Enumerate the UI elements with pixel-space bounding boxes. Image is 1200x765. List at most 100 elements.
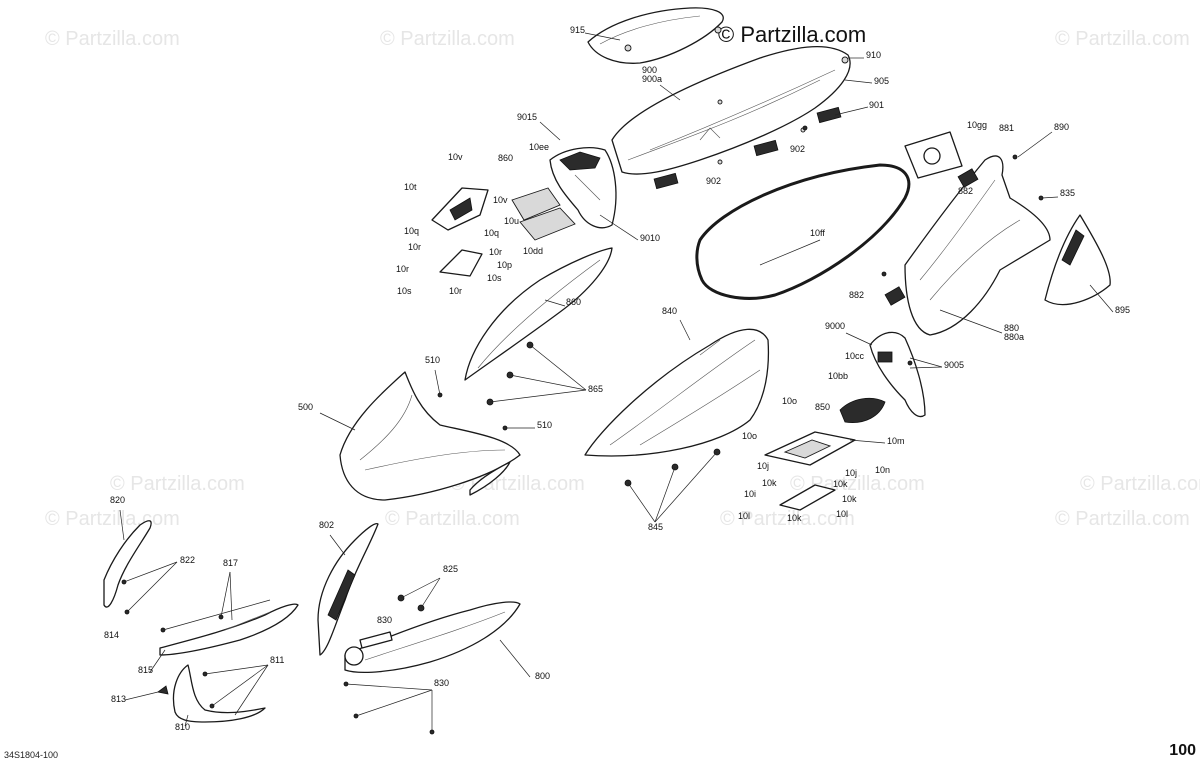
part-880-side-panel — [884, 155, 1051, 336]
callout-510: 510 — [537, 420, 552, 430]
callout-910: 910 — [866, 50, 881, 60]
watermark-faint: © Partzilla.com — [1055, 508, 1190, 530]
callout-880: 880 — [1004, 323, 1019, 333]
part-800-bumper — [344, 601, 521, 674]
callout-820: 820 — [110, 495, 125, 505]
callout-882: 882 — [849, 290, 864, 300]
callout-915: 915 — [570, 25, 585, 35]
callout-815: 815 — [138, 665, 153, 675]
callout-10q: 10q — [484, 228, 499, 238]
callout-835: 835 — [1060, 188, 1075, 198]
callout-10o: 10o — [782, 396, 797, 406]
part-9010-console — [549, 147, 617, 229]
callout-10ff: 10ff — [810, 228, 825, 238]
part-9000-housing — [869, 331, 926, 418]
page-number: 100 — [1169, 742, 1196, 759]
callout-845: 845 — [648, 522, 663, 532]
callout-850: 850 — [815, 402, 830, 412]
watermark-faint: © Partzilla.com — [720, 508, 855, 530]
part-802-bumper-left — [317, 523, 379, 656]
watermark-faint: © Partzilla.com — [110, 473, 245, 495]
figure-reference: 34S1804-100 — [4, 750, 59, 760]
callout-10j: 10j — [845, 468, 857, 478]
callout-10dd: 10dd — [523, 246, 543, 256]
callout-860: 860 — [498, 153, 513, 163]
callout-9010: 9010 — [640, 233, 660, 243]
part-860-strip — [464, 247, 613, 381]
callout-9000: 9000 — [825, 321, 845, 331]
watermark-faint: © Partzilla.com — [45, 28, 180, 50]
callout-813: 813 — [111, 694, 126, 704]
callout-10k: 10k — [762, 478, 777, 488]
callout-10r: 10r — [449, 286, 462, 296]
part-10m-footplate — [764, 431, 856, 511]
callout-810: 810 — [175, 722, 190, 732]
callout-10j: 10j — [757, 461, 769, 471]
callout-881: 881 — [999, 123, 1014, 133]
callout-10k: 10k — [842, 494, 857, 504]
callout-900a: 900a — [642, 74, 662, 84]
callout-10t: 10t — [404, 182, 417, 192]
callout-9015: 9015 — [517, 112, 537, 122]
callout-905: 905 — [874, 76, 889, 86]
part-820-side-bar — [103, 520, 152, 608]
callout-830: 830 — [377, 615, 392, 625]
callout-902: 902 — [706, 176, 721, 186]
part-10gg-cover — [904, 131, 963, 179]
callout-10n: 10n — [875, 465, 890, 475]
callout-10gg: 10gg — [967, 120, 987, 130]
faint-watermarks: © Partzilla.com © Partzilla.com © Partzi… — [45, 28, 1200, 530]
callout-10cc: 10cc — [845, 351, 865, 361]
callout-10k: 10k — [833, 479, 848, 489]
callout-10l: 10l — [836, 509, 848, 519]
callout-10r: 10r — [396, 264, 409, 274]
callout-895: 895 — [1115, 305, 1130, 315]
part-500-hood — [339, 371, 521, 501]
part-895-panel — [1044, 214, 1111, 306]
callout-10q: 10q — [404, 226, 419, 236]
callout-802: 802 — [319, 520, 334, 530]
watermark-faint: © Partzilla.com — [380, 28, 515, 50]
callout-10s: 10s — [487, 273, 502, 283]
watermark-faint: © Partzilla.com — [45, 508, 180, 530]
callout-822: 822 — [180, 555, 195, 565]
callout-10s: 10s — [397, 286, 412, 296]
callout-10v: 10v — [493, 195, 508, 205]
part-810-lower-bumper — [157, 664, 266, 723]
callout-10ee: 10ee — [529, 142, 549, 152]
part-10t-bracket — [431, 187, 489, 277]
callout-825: 825 — [443, 564, 458, 574]
callout-814: 814 — [104, 630, 119, 640]
callout-10o: 10o — [742, 431, 757, 441]
part-10ff-gasket — [695, 163, 911, 300]
watermark-main: © Partzilla.com — [718, 22, 866, 47]
callout-10r: 10r — [489, 247, 502, 257]
fasteners — [121, 125, 1044, 735]
callout-10bb: 10bb — [828, 371, 848, 381]
callout-10m: 10m — [887, 436, 905, 446]
callout-10i: 10i — [744, 489, 756, 499]
watermark-faint: © Partzilla.com — [1080, 473, 1200, 495]
callout-865: 865 — [588, 384, 603, 394]
watermark-faint: © Partzilla.com — [1055, 28, 1190, 50]
part-915-windshield — [587, 7, 724, 64]
part-900-upper-panel — [611, 46, 851, 190]
part-10dd-pads — [511, 187, 576, 241]
callout-882: 882 — [958, 186, 973, 196]
callout-860: 860 — [566, 297, 581, 307]
part-840-side-panel — [584, 328, 770, 457]
callout-10u: 10u — [504, 216, 519, 226]
callout-500: 500 — [298, 402, 313, 412]
callout-817: 817 — [223, 558, 238, 568]
callout-10l: 10l — [738, 511, 750, 521]
callout-900: 900 — [642, 65, 657, 75]
callout-830: 830 — [434, 678, 449, 688]
callout-890: 890 — [1054, 122, 1069, 132]
callout-510: 510 — [425, 355, 440, 365]
part-815-bar — [159, 603, 299, 656]
watermark-faint: © Partzilla.com — [385, 508, 520, 530]
callout-811: 811 — [270, 655, 284, 665]
callout-902: 902 — [790, 144, 805, 154]
